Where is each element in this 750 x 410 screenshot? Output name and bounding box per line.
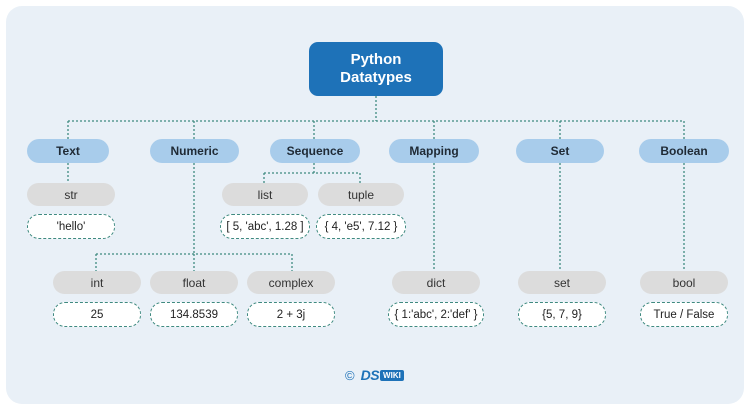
dswiki-logo-badge: WIKI — [380, 369, 404, 381]
category-numeric: Numeric — [150, 139, 239, 163]
example-bool: True / False — [640, 302, 728, 327]
example-tuple: { 4, 'e5', 7.12 } — [316, 214, 406, 239]
type-float: float — [150, 271, 238, 294]
example-list: [ 5, 'abc', 1.28 ] — [220, 214, 310, 239]
example-complex: 2 + 3j — [247, 302, 335, 327]
category-boolean: Boolean — [639, 139, 729, 163]
root-label-line2: Datatypes — [340, 69, 412, 86]
type-list: list — [222, 183, 308, 206]
type-str: str — [27, 183, 115, 206]
type-int: int — [53, 271, 141, 294]
dswiki-logo: DS — [360, 367, 380, 383]
category-sequence: Sequence — [270, 139, 360, 163]
root-node: Python Datatypes — [309, 42, 443, 96]
type-complex: complex — [247, 271, 335, 294]
type-tuple: tuple — [318, 183, 404, 206]
root-label-line1: Python — [350, 51, 402, 68]
example-int: 25 — [53, 302, 141, 327]
example-float: 134.8539 — [150, 302, 238, 327]
type-bool: bool — [640, 271, 728, 294]
example-str: 'hello' — [27, 214, 115, 239]
type-set: set — [518, 271, 606, 294]
category-text: Text — [27, 139, 109, 163]
footer: © DS WIKI — [345, 366, 404, 384]
example-dict: { 1:'abc', 2:'def' } — [388, 302, 484, 327]
category-set: Set — [516, 139, 604, 163]
example-set: {5, 7, 9} — [518, 302, 606, 327]
category-mapping: Mapping — [389, 139, 479, 163]
copyright-symbol: © — [345, 367, 355, 383]
type-dict: dict — [392, 271, 480, 294]
